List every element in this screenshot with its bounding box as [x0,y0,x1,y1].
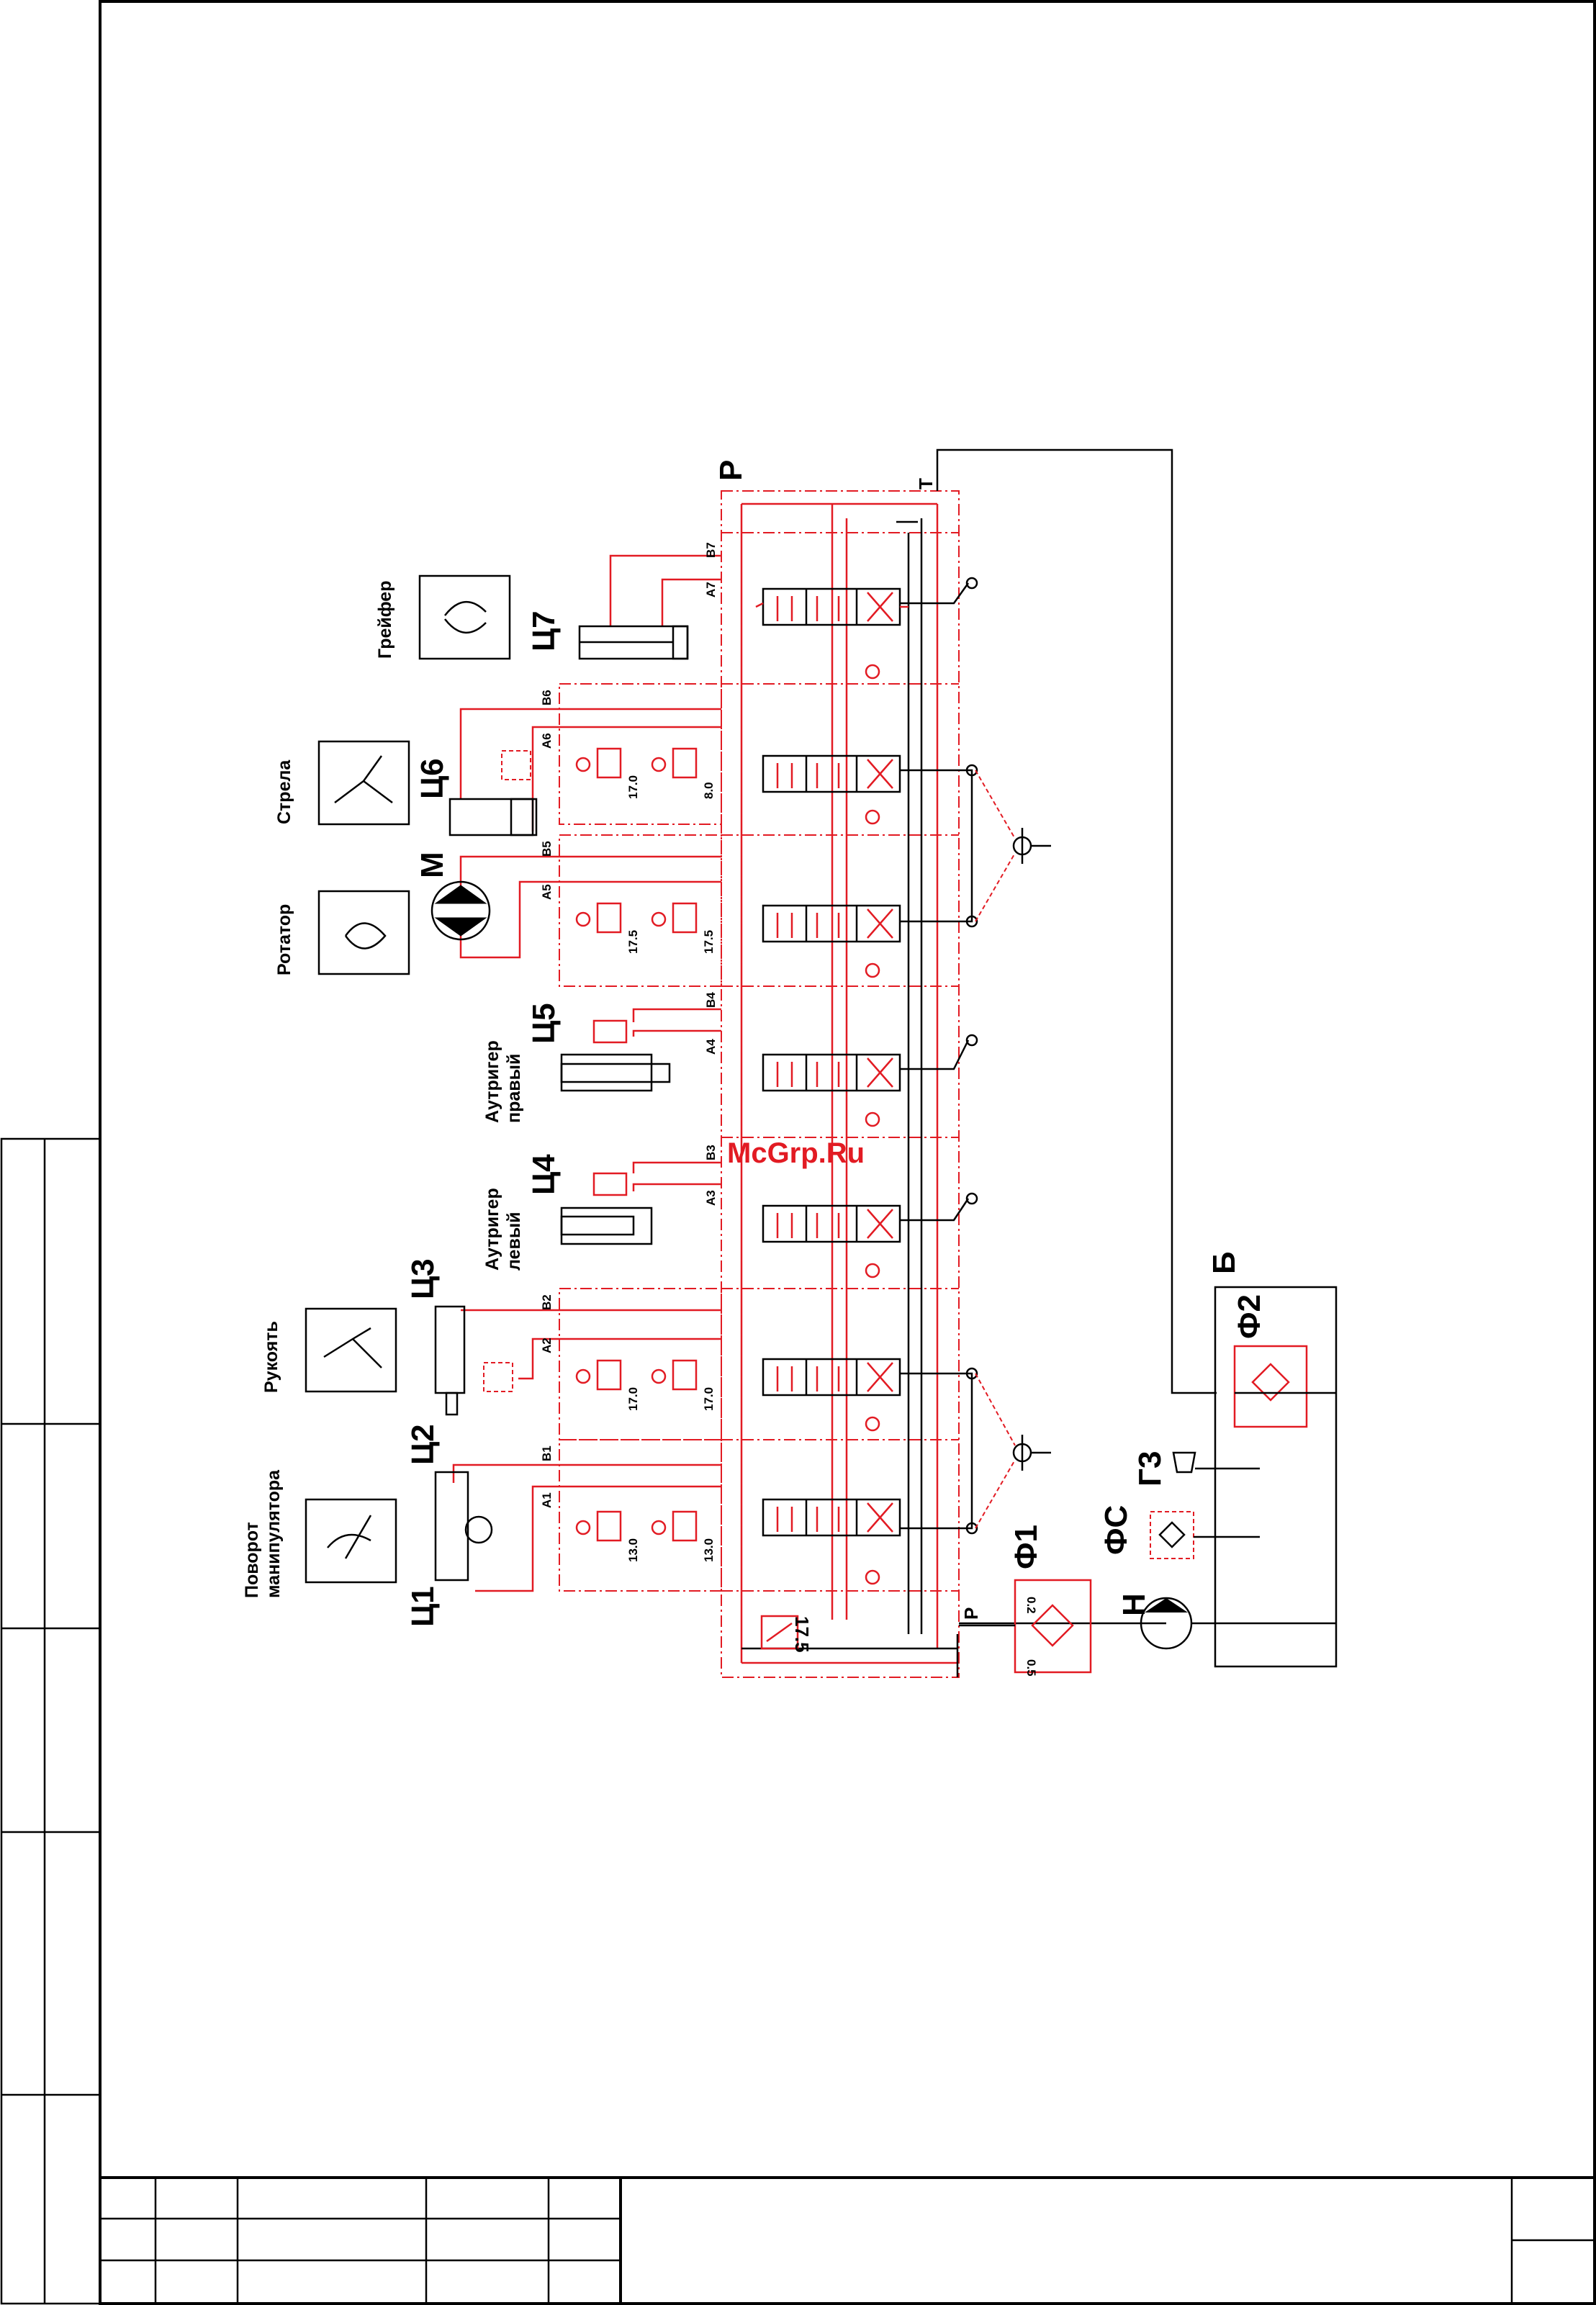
port-a5: A5 [540,884,554,900]
setting-s6b: 8.0 [702,782,716,799]
cyl-c3-label: Ц3 [405,1258,441,1299]
filter-f1-label: Ф1 [1009,1525,1044,1569]
stick-caption: Рукоять [261,1321,281,1393]
labels: Р Т Р Б Н Ф1 Ф2 ФС Г3 М Ц7 Ц6 Ц5 Ц4 Ц3 Ц… [242,460,1267,1677]
pressure-port-label: Р [960,1607,982,1620]
port-b2: B2 [540,1294,554,1310]
filter-bypass-1: 0.2 [1024,1597,1038,1614]
cyl-c1-label: Ц1 [405,1586,441,1627]
setting-s1b: 13.0 [702,1538,716,1562]
port-b7: B7 [704,542,718,558]
grab-caption: Грейфер [375,581,395,659]
main-relief-setting: 17.5 [791,1616,813,1653]
tank-port-label: Т [915,478,937,490]
distributor-label: Р [713,460,749,481]
rotator-pictogram [319,891,409,974]
filter-bypass-2: 0.5 [1024,1659,1038,1677]
port-b4: B4 [704,992,718,1008]
port-b6: B6 [540,690,554,705]
port-a1: A1 [540,1492,554,1508]
filler-label: Г3 [1132,1451,1168,1487]
filter-f2-label: Ф2 [1232,1294,1267,1339]
boom-pictogram [319,741,409,824]
tank [1215,1287,1336,1666]
port-a6: A6 [540,733,554,749]
control-levers [900,578,1051,1533]
actuators [432,626,687,1580]
supply-circuit [937,450,1336,1672]
port-b1: B1 [540,1445,554,1461]
setting-s5a: 17.5 [626,930,640,954]
pump-label: Н [1117,1593,1152,1616]
stick-pictogram [306,1309,396,1391]
port-a3: A3 [704,1190,718,1206]
boom-caption: Стрела [274,759,294,824]
slew-pictogram [306,1499,396,1582]
setting-s1a: 13.0 [626,1538,640,1562]
outrigger-right-caption-2: правый [504,1054,524,1123]
outrigger-right-caption-1: Аутригер [482,1040,502,1123]
cyl-c7-label: Ц7 [526,610,562,651]
setting-s5b: 17.5 [702,930,716,954]
slew-caption-1: Поворот [242,1522,262,1598]
port-b3: B3 [704,1145,718,1160]
motor-label: М [415,852,450,878]
outrigger-left-caption-1: Аутригер [482,1188,502,1271]
setting-s2a: 17.0 [626,1387,640,1411]
port-b5: B5 [540,841,554,857]
port-a4: A4 [704,1039,718,1055]
rotator-caption: Ротатор [274,904,294,975]
watermark: McGrp.Ru [727,1137,865,1169]
breather-label: ФС [1099,1505,1134,1555]
setting-s2b: 17.0 [702,1387,716,1411]
setting-s6a: 17.0 [626,775,640,799]
cyl-c6-label: Ц6 [415,758,450,799]
slew-caption-2: манипулятора [263,1469,284,1598]
port-a2: A2 [540,1338,554,1353]
cyl-c2-label: Ц2 [405,1424,441,1465]
grab-pictogram [420,576,510,659]
outrigger-left-caption-2: левый [504,1212,524,1271]
tank-label: Б [1207,1251,1242,1274]
cyl-c5-label: Ц5 [526,1003,562,1044]
cyl-c4-label: Ц4 [526,1154,562,1195]
port-a7: A7 [704,582,718,597]
